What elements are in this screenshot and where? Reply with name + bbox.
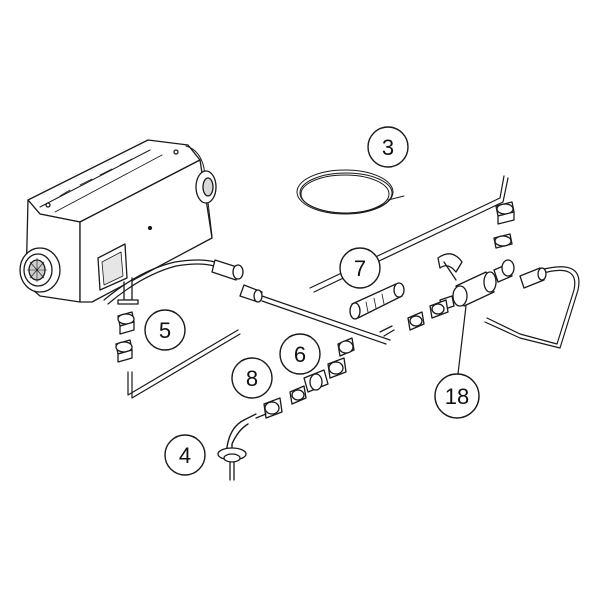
hose-clamps-left: [115, 311, 135, 363]
callout-7-label: 7: [354, 256, 366, 281]
inline-fittings: [243, 299, 449, 421]
callout-8: 8: [231, 357, 273, 399]
callout-8-label: 8: [246, 366, 258, 391]
fuel-pump: [437, 253, 547, 311]
fuel-line-coil: [296, 169, 405, 215]
callout-7: 7: [339, 247, 381, 289]
callout-18-label: 18: [445, 384, 469, 409]
heater-unit: [19, 139, 217, 305]
callout-3-label: 3: [382, 135, 394, 160]
fuel-standpipe: [217, 419, 249, 481]
callout-3: 3: [367, 126, 409, 168]
hose-clamps-right: [493, 201, 515, 249]
callout-5: 5: [144, 309, 186, 351]
callout-6: 6: [279, 333, 321, 375]
callout-4: 4: [164, 434, 206, 476]
fuel-filter: [349, 282, 405, 320]
callout-5-label: 5: [159, 318, 171, 343]
callout-6-label: 6: [294, 342, 306, 367]
callout-4-label: 4: [179, 443, 191, 468]
callout-18: 18: [434, 305, 480, 419]
inline-connector-upper: [211, 259, 263, 303]
